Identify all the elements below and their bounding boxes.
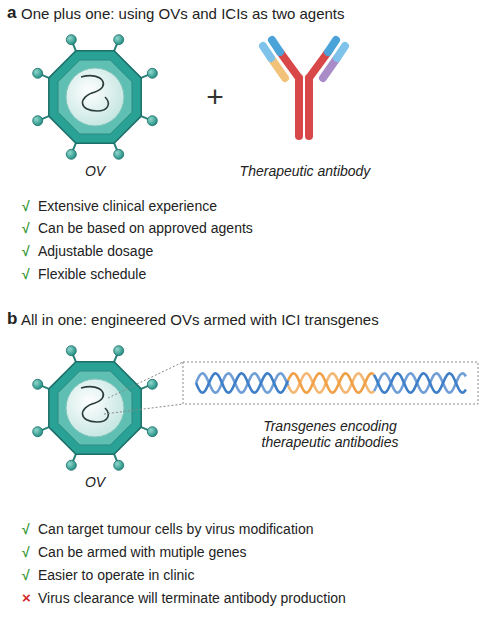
panel-title: One plus one: using OVs and ICIs as two … (21, 5, 345, 22)
check-mark: √ (22, 198, 30, 214)
check-mark: √ (22, 243, 30, 259)
dna-strand (374, 373, 466, 392)
check-mark: √ (22, 544, 30, 560)
heavy-chain (305, 78, 313, 136)
check-mark: √ (22, 567, 30, 583)
advantage-item: Extensive clinical experience (38, 198, 217, 214)
check-mark: √ (22, 521, 30, 537)
cross-mark: × (22, 589, 31, 606)
plus-sign: + (206, 80, 224, 115)
advantage-item: Adjustable dosage (38, 243, 153, 259)
armed-virus (33, 346, 158, 471)
variable-region (272, 40, 280, 52)
antibody-symbol (263, 40, 345, 136)
advantage-item: Easier to operate in clinic (38, 567, 194, 583)
dna-strand (288, 373, 374, 392)
panel-letter: b (7, 309, 17, 329)
dna-strand (196, 373, 288, 392)
advantage-item: Can target tumour cells by virus modific… (38, 521, 313, 537)
dna-strand (196, 373, 288, 392)
zoom-leader (104, 404, 183, 414)
heavy-chain (295, 78, 303, 136)
agent-caption: OV (85, 163, 105, 179)
transgene-caption: Transgenes encoding therapeutic antibodi… (245, 418, 415, 450)
check-mark: √ (22, 220, 30, 236)
oncolytic-virus (33, 35, 158, 160)
advantage-item: Flexible schedule (38, 266, 146, 282)
light-chain-tip (337, 46, 345, 58)
advantage-item: Can be armed with mutiple genes (38, 544, 247, 560)
disadvantage-item: Virus clearance will terminate antibody … (38, 590, 346, 606)
agent-caption: OV (85, 474, 105, 490)
agent-caption: Therapeutic antibody (240, 163, 371, 179)
variable-region (328, 40, 336, 52)
panel-letter: a (7, 3, 16, 23)
dna-helix (196, 373, 466, 392)
zoom-box (183, 362, 478, 404)
light-chain-tip (263, 46, 271, 58)
dna-strand (374, 373, 466, 392)
dna-strand (288, 373, 374, 392)
advantage-item: Can be based on approved agents (38, 220, 253, 236)
check-mark: √ (22, 266, 30, 282)
zoom-leader (108, 362, 183, 398)
panel-title: All in one: engineered OVs armed with IC… (21, 311, 379, 328)
